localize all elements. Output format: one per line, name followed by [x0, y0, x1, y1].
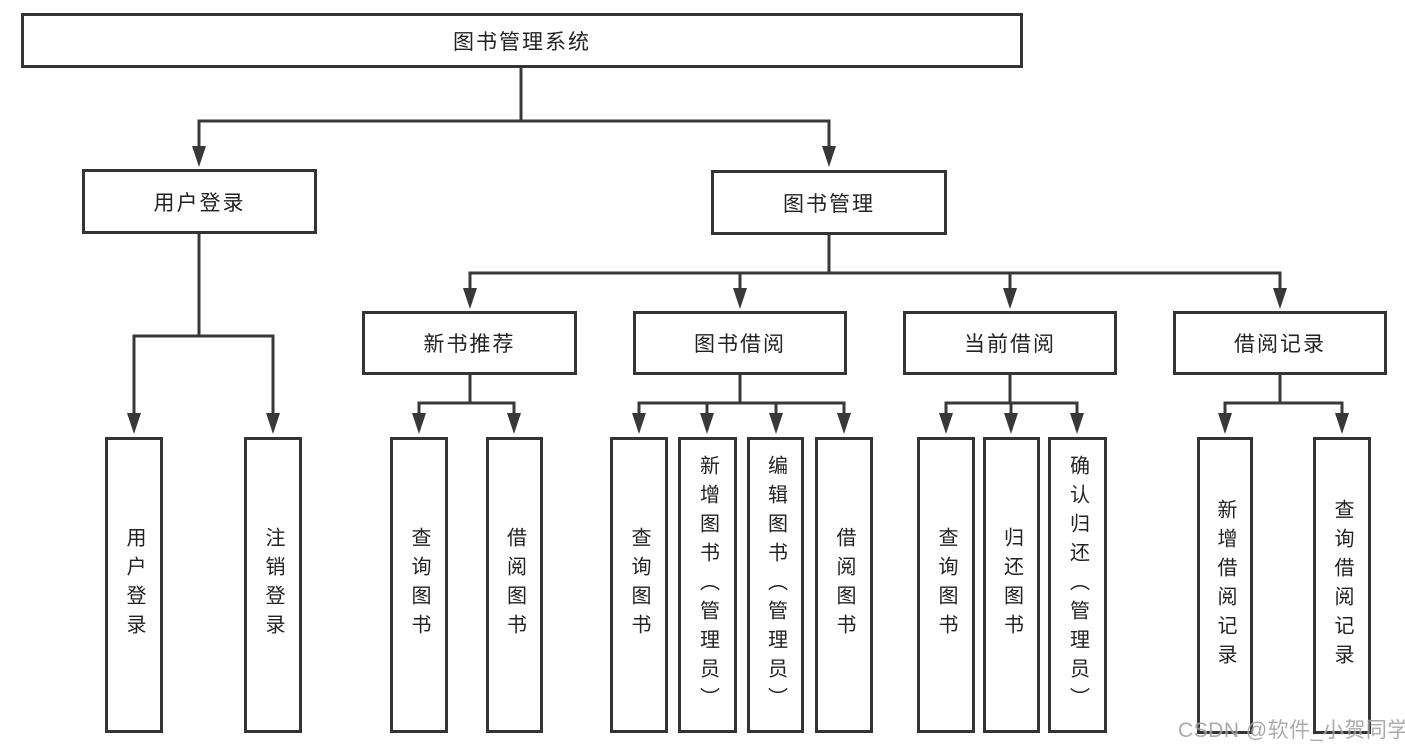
node-leaf-confirm-return-admin-label: 确认归还（管理员）: [1066, 454, 1089, 716]
node-leaf-user-login-label: 用户登录: [123, 527, 145, 643]
node-leaf-query-books-1: 查询图书: [390, 437, 448, 733]
csdn-watermark: CSDN @软件_小贺同学: [1178, 719, 1405, 742]
node-book-management: 图书管理: [711, 170, 947, 235]
node-user-login-label: 用户登录: [153, 191, 246, 215]
connector-book-mgmt-children: [468, 233, 1282, 294]
node-root-system: 图书管理系统: [21, 13, 1023, 68]
node-current-borrow-label: 当前借阅: [964, 333, 1056, 356]
node-new-book-recommend-label: 新书推荐: [423, 333, 516, 356]
node-leaf-query-borrow-record: 查询借阅记录: [1313, 437, 1371, 734]
connector-book-borrow-children: [637, 373, 846, 419]
node-leaf-borrow-books-2: 借阅图书: [815, 437, 873, 733]
node-book-borrow-label: 图书借阅: [694, 333, 786, 356]
node-leaf-query-books-1-label: 查询图书: [408, 527, 430, 643]
node-leaf-add-borrow-record: 新增借阅记录: [1197, 437, 1253, 734]
node-borrow-record-label: 借阅记录: [1234, 333, 1326, 356]
node-leaf-user-login: 用户登录: [105, 437, 163, 733]
node-leaf-return-books-label: 归还图书: [1000, 527, 1023, 643]
node-leaf-query-books-3: 查询图书: [917, 437, 975, 733]
node-leaf-query-books-2: 查询图书: [610, 437, 668, 733]
node-leaf-query-borrow-record-label: 查询借阅记录: [1331, 498, 1353, 673]
node-leaf-confirm-return-admin: 确认归还（管理员）: [1048, 437, 1107, 733]
node-leaf-add-books-admin: 新增图书（管理员）: [678, 437, 737, 733]
connector-new-book-rec-children: [417, 373, 516, 419]
node-leaf-add-borrow-record-label: 新增借阅记录: [1214, 498, 1236, 673]
node-leaf-query-books-3-label: 查询图书: [935, 527, 957, 643]
node-leaf-add-books-admin-label: 新增图书（管理员）: [696, 454, 719, 716]
node-leaf-return-books: 归还图书: [983, 437, 1040, 733]
node-root-system-label: 图书管理系统: [453, 30, 591, 54]
node-leaf-query-books-2-label: 查询图书: [628, 527, 650, 643]
node-borrow-record: 借阅记录: [1173, 311, 1387, 375]
node-new-book-recommend: 新书推荐: [362, 311, 577, 375]
node-current-borrow: 当前借阅: [903, 311, 1117, 375]
connector-borrow-record-children: [1223, 373, 1344, 419]
node-leaf-edit-books-admin: 编辑图书（管理员）: [747, 437, 804, 733]
node-user-login: 用户登录: [82, 169, 317, 234]
node-leaf-borrow-books-1: 借阅图书: [486, 437, 543, 733]
node-leaf-borrow-books-1-label: 借阅图书: [503, 527, 526, 643]
connector-root-to-level1: [197, 64, 831, 152]
connector-current-borrow-children: [944, 373, 1079, 419]
node-book-borrow: 图书借阅: [633, 311, 847, 375]
connector-user-login-children: [132, 232, 275, 419]
node-leaf-logout: 注销登录: [244, 437, 302, 733]
node-leaf-borrow-books-2-label: 借阅图书: [833, 527, 855, 643]
node-leaf-logout-label: 注销登录: [262, 527, 284, 643]
node-leaf-edit-books-admin-label: 编辑图书（管理员）: [764, 454, 787, 716]
node-book-management-label: 图书管理: [783, 192, 875, 216]
